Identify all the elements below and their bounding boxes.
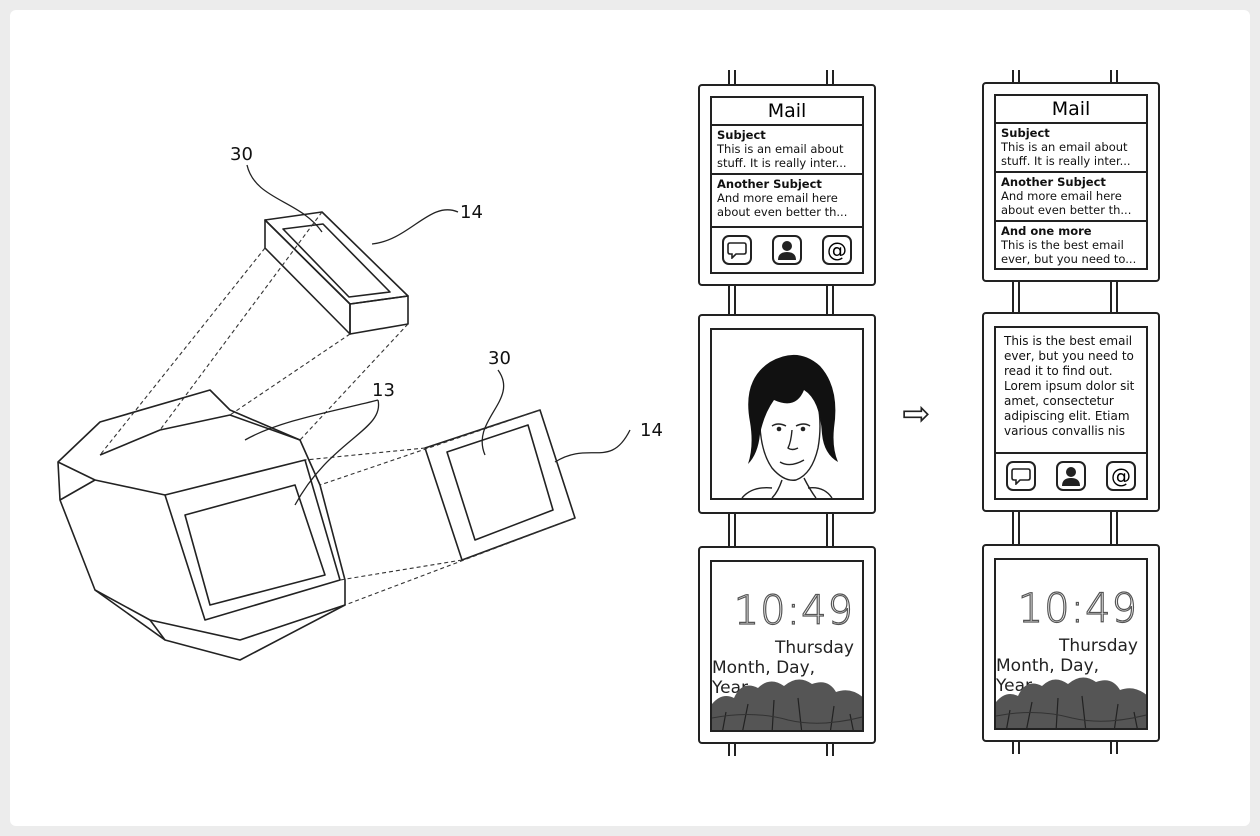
portrait-screen bbox=[710, 328, 864, 500]
right-eye bbox=[801, 427, 806, 432]
wrist-device-corner-edge bbox=[58, 462, 95, 480]
mail-toolbar: @ bbox=[712, 226, 862, 272]
message-panel: This is the best email ever, but you nee… bbox=[982, 312, 1160, 512]
message-toolbar: @ bbox=[996, 452, 1146, 498]
strap-link bbox=[1110, 510, 1118, 546]
callout-30-right: 30 bbox=[488, 348, 511, 369]
tree-silhouette-image bbox=[996, 672, 1148, 730]
clock-panel-left: 10:49 Thursday Month, Day, Year bbox=[698, 546, 876, 744]
strap-link bbox=[728, 742, 736, 756]
person-icon[interactable] bbox=[1056, 461, 1086, 491]
mail-preview: And more email here bbox=[717, 191, 857, 205]
mail-list-item[interactable]: Subject This is an email about stuff. It… bbox=[996, 124, 1146, 173]
mail-panel-left: Mail Subject This is an email about stuf… bbox=[698, 84, 876, 286]
clock-time: 10:49 bbox=[734, 588, 854, 634]
callout-13: 13 bbox=[372, 380, 395, 401]
strap-link bbox=[728, 286, 736, 316]
tree-silhouette-image bbox=[712, 674, 864, 732]
wristband-perspective-drawing: 30 14 13 30 14 bbox=[0, 0, 700, 836]
mail-title: Mail bbox=[712, 98, 862, 126]
at-sign-icon[interactable]: @ bbox=[1106, 461, 1136, 491]
message-line: read it to find out. bbox=[1004, 364, 1138, 379]
clock-time: 10:49 bbox=[1018, 586, 1138, 632]
strap-link bbox=[1012, 740, 1020, 754]
strap-link bbox=[1012, 510, 1020, 546]
strap-link bbox=[728, 512, 736, 548]
projection-lines bbox=[100, 212, 575, 605]
mail-preview: ever, but you need to... bbox=[1001, 252, 1141, 266]
leader-lines bbox=[245, 165, 630, 505]
clock-screen: 10:49 Thursday Month, Day, Year bbox=[710, 560, 864, 732]
mail-preview: This is an email about bbox=[717, 142, 857, 156]
mail-screen: Mail Subject This is an email about stuf… bbox=[994, 94, 1148, 270]
mail-subject: Subject bbox=[717, 128, 857, 142]
mail-list-item[interactable]: And one more This is the best email ever… bbox=[996, 222, 1146, 269]
person-icon[interactable] bbox=[772, 235, 802, 265]
transition-arrow-icon: ⇨ bbox=[902, 394, 931, 434]
mail-list-item[interactable]: Another Subject And more email here abou… bbox=[996, 173, 1146, 222]
mail-screen: Mail Subject This is an email about stuf… bbox=[710, 96, 864, 274]
mail-panel-right: Mail Subject This is an email about stuf… bbox=[982, 82, 1160, 282]
callout-14-top: 14 bbox=[460, 202, 483, 223]
floating-display-top-screen bbox=[283, 224, 390, 297]
mail-list-item[interactable]: Subject This is an email about stuff. It… bbox=[712, 126, 862, 175]
mail-title: Mail bbox=[996, 96, 1146, 124]
at-sign-icon[interactable]: @ bbox=[822, 235, 852, 265]
mail-subject: Subject bbox=[1001, 126, 1141, 140]
mail-preview: And more email here bbox=[1001, 189, 1141, 203]
message-line: adipiscing elit. Etiam bbox=[1004, 409, 1138, 424]
mail-list-item[interactable]: Another Subject And more email here abou… bbox=[712, 175, 862, 222]
mail-subject: Another Subject bbox=[717, 177, 857, 191]
mail-preview: stuff. It is really inter... bbox=[717, 156, 857, 170]
floating-display-right-screen bbox=[447, 425, 553, 540]
wrist-device-left-edge bbox=[60, 480, 165, 500]
mail-preview: about even better th... bbox=[1001, 203, 1141, 217]
callout-30-top: 30 bbox=[230, 144, 253, 165]
strap-link bbox=[1110, 282, 1118, 314]
message-line: ever, but you need to bbox=[1004, 349, 1138, 364]
message-body: This is the best email ever, but you nee… bbox=[996, 328, 1146, 445]
left-eye bbox=[777, 427, 782, 432]
mail-preview: This is an email about bbox=[1001, 140, 1141, 154]
strap-link bbox=[1012, 282, 1020, 314]
portrait-image bbox=[712, 330, 862, 498]
strap-link bbox=[826, 70, 834, 84]
mail-preview: about even better th... bbox=[717, 205, 857, 219]
speech-bubble-icon[interactable] bbox=[722, 235, 752, 265]
mail-preview: stuff. It is really inter... bbox=[1001, 154, 1141, 168]
strap-link bbox=[826, 512, 834, 548]
mail-subject: And one more bbox=[1001, 224, 1141, 238]
mail-preview: This is the best email bbox=[1001, 238, 1141, 252]
clock-day: Thursday bbox=[1059, 636, 1138, 656]
clock-screen: 10:49 Thursday Month, Day, Year bbox=[994, 558, 1148, 730]
message-line: amet, consectetur bbox=[1004, 394, 1138, 409]
message-line: Lorem ipsum dolor sit bbox=[1004, 379, 1138, 394]
speech-bubble-icon[interactable] bbox=[1006, 461, 1036, 491]
mail-subject: Another Subject bbox=[1001, 175, 1141, 189]
message-line: This is the best email bbox=[1004, 334, 1138, 349]
clock-panel-right: 10:49 Thursday Month, Day, Year bbox=[982, 544, 1160, 742]
wrist-device-front-inner bbox=[185, 485, 325, 605]
portrait-panel bbox=[698, 314, 876, 514]
floating-display-right-face bbox=[425, 410, 575, 560]
wrist-device-top-edge bbox=[100, 415, 300, 455]
message-screen: This is the best email ever, but you nee… bbox=[994, 326, 1148, 500]
strap-link bbox=[1110, 740, 1118, 754]
strap-link bbox=[728, 70, 736, 84]
callout-14-right: 14 bbox=[640, 420, 663, 441]
hair bbox=[748, 355, 838, 464]
clock-day: Thursday bbox=[775, 638, 854, 658]
floating-display-side bbox=[265, 220, 350, 334]
message-line: various convallis nis bbox=[1004, 424, 1138, 439]
strap-link bbox=[826, 742, 834, 756]
floating-display-front bbox=[350, 296, 408, 334]
strap-link bbox=[826, 286, 834, 316]
